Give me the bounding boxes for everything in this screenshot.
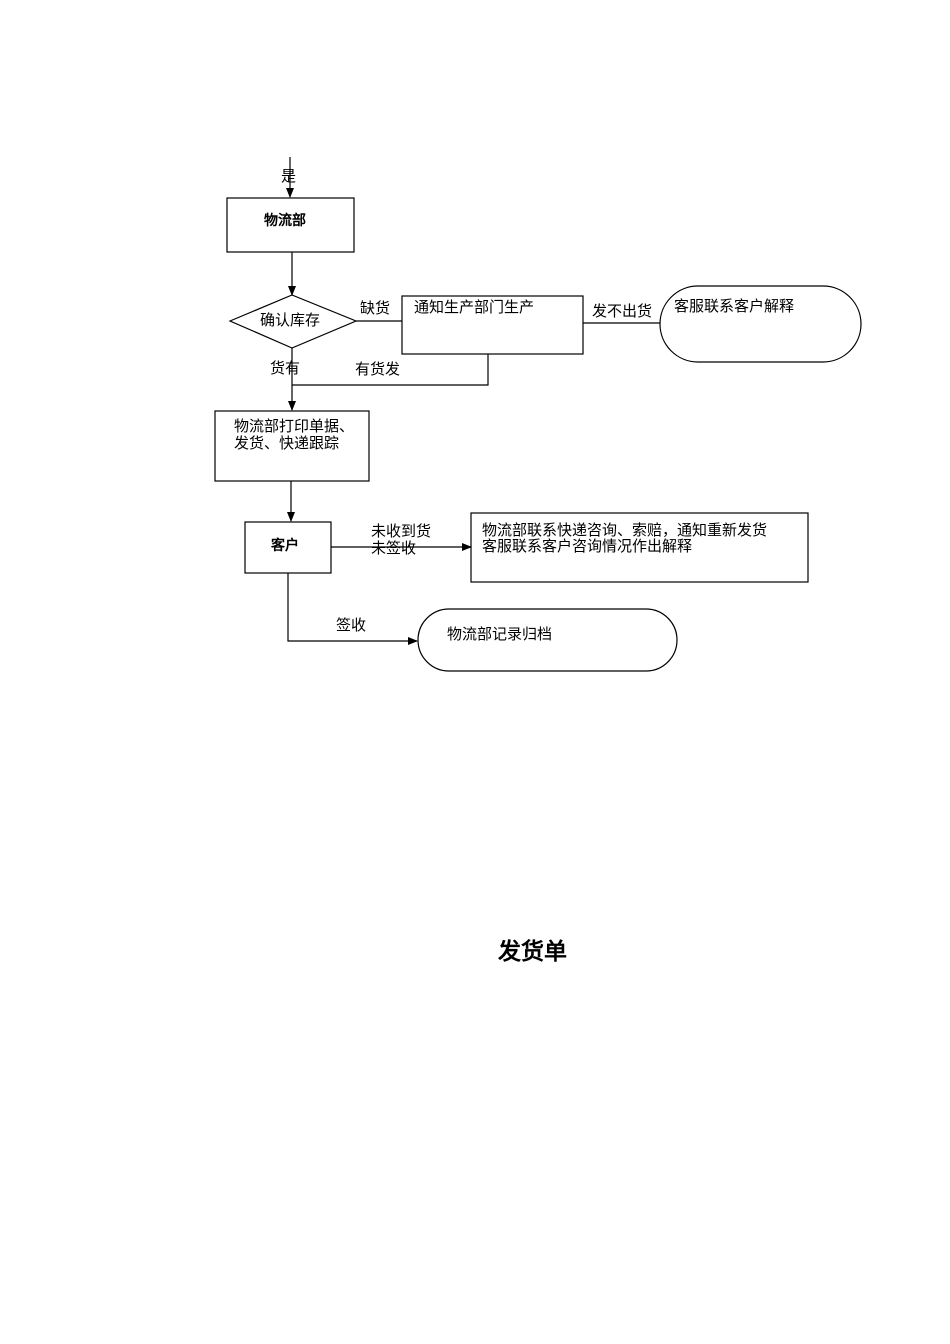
entry-label: 是 — [281, 167, 297, 185]
node-logistics — [226, 197, 355, 253]
edge-ship-when-available — [292, 354, 489, 386]
claim-line2: 客服联系客户咨询情况作出解释 — [482, 537, 693, 555]
signed-label: 签收 — [336, 616, 367, 634]
ship-when-available-label: 有货发 — [355, 360, 401, 378]
node-notify-production — [401, 295, 584, 355]
node-archive — [417, 608, 678, 672]
out-of-stock-label: 缺货 — [360, 299, 391, 317]
cs-explain-label: 客服联系客户解释 — [674, 297, 795, 315]
not-signed-label: 未签收 — [371, 539, 417, 557]
edge-signed — [287, 573, 418, 645]
logistics-label: 物流部 — [264, 213, 306, 229]
cannot-ship-label: 发不出货 — [592, 302, 653, 320]
not-received-label: 未收到货 — [371, 522, 432, 540]
notify-production-label: 通知生产部门生产 — [414, 298, 535, 316]
node-claim — [470, 512, 809, 583]
section-title: 发货单 — [498, 939, 567, 965]
in-stock-label: 货有 — [270, 359, 301, 377]
node-cs-explain — [659, 285, 862, 363]
archive-label: 物流部记录归档 — [447, 625, 553, 643]
check-stock-label: 确认库存 — [260, 311, 321, 329]
node-print-ship — [214, 410, 370, 482]
customer-label: 客户 — [271, 538, 299, 554]
print-ship-line2: 发货、快递跟踪 — [234, 434, 340, 452]
print-ship-line1: 物流部打印单据、 — [234, 417, 355, 435]
claim-line1: 物流部联系快递咨询、索赔，通知重新发货 — [482, 521, 768, 539]
